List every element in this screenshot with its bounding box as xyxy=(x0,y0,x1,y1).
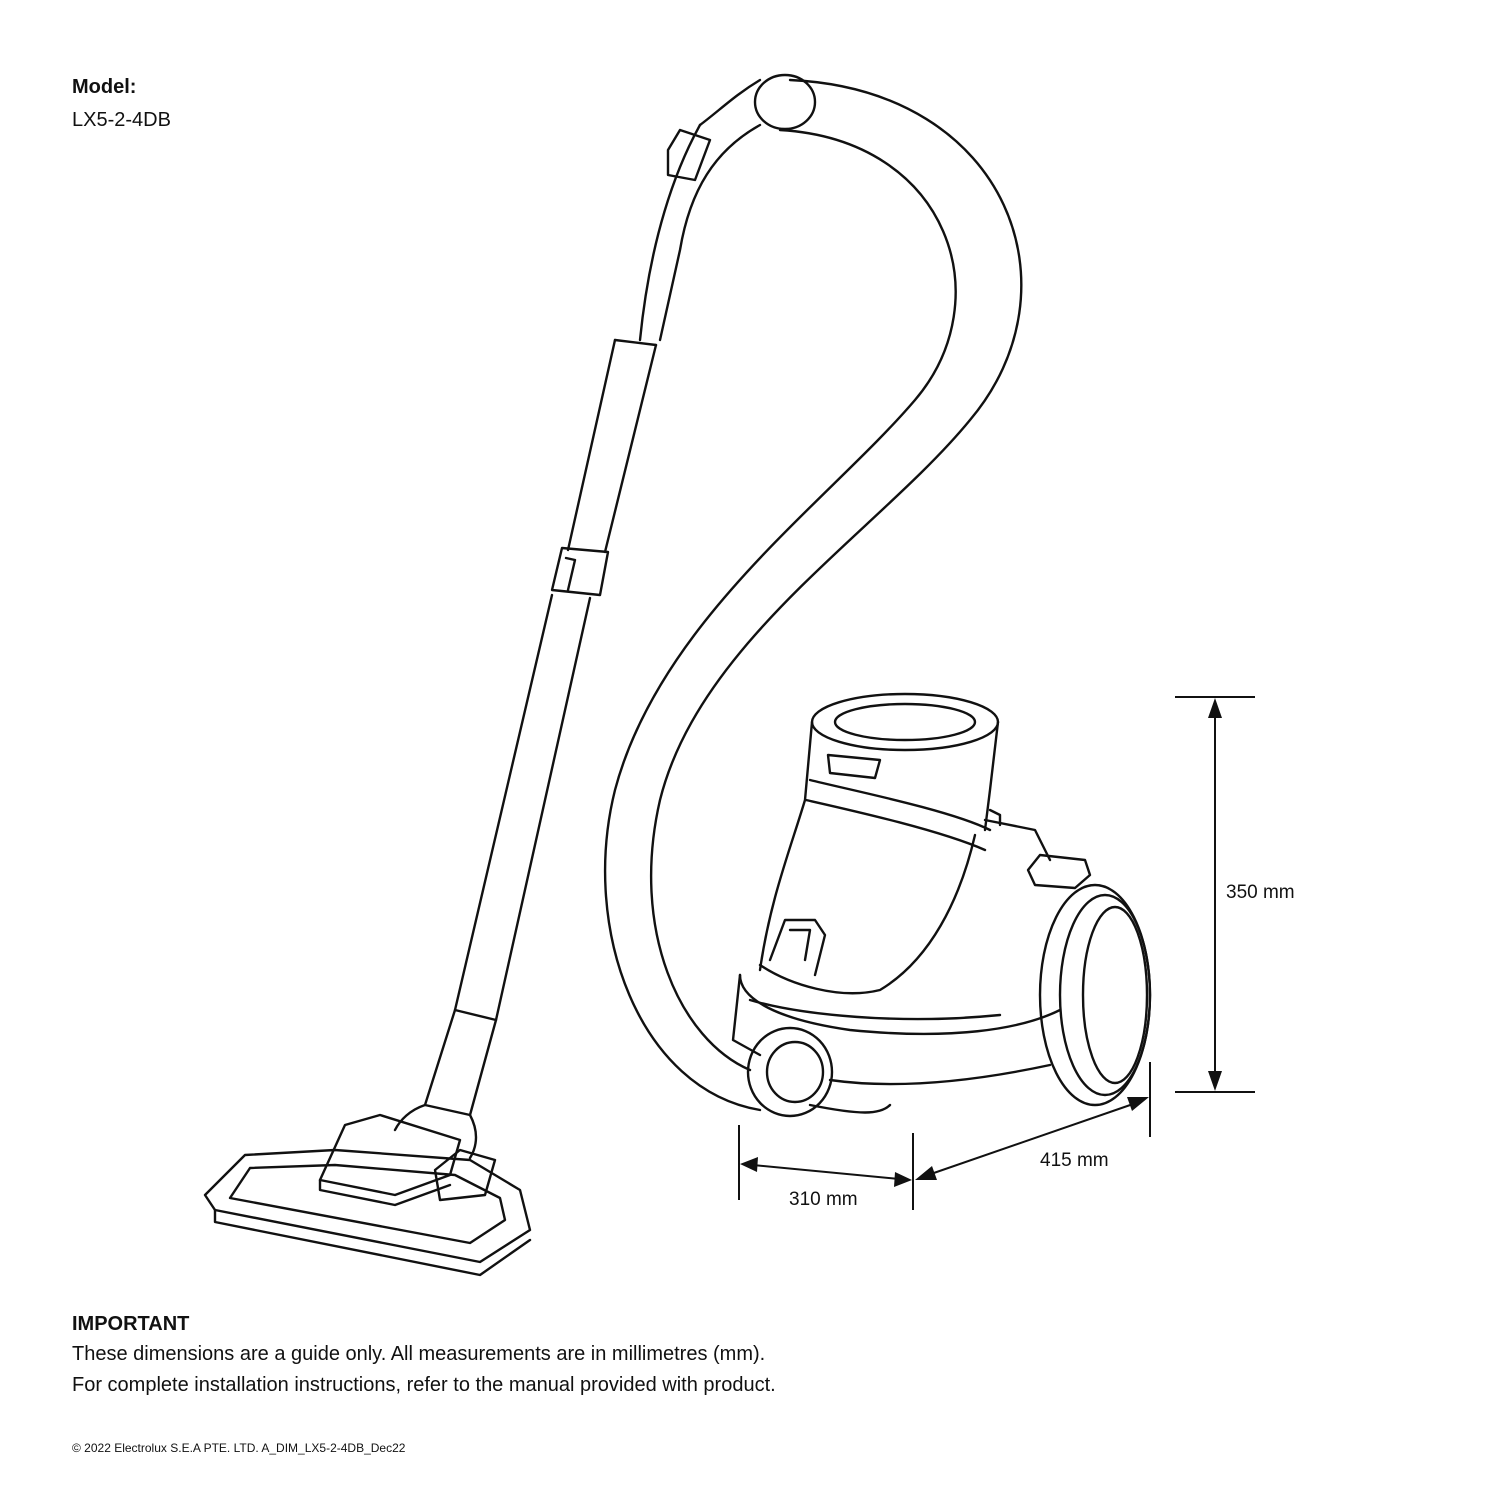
model-heading: Model: xyxy=(72,76,137,98)
model-number: LX5-2-4DB xyxy=(72,109,171,131)
hose-handle xyxy=(638,123,762,342)
width-label: 310 mm xyxy=(789,1189,858,1210)
length-dimension: 415 mm xyxy=(915,1062,1151,1180)
height-dimension: 350 mm xyxy=(1175,696,1295,1093)
important-heading: IMPORTANT xyxy=(72,1313,190,1335)
floor-nozzle xyxy=(203,1103,532,1277)
copyright-footer: © 2022 Electrolux S.E.A PTE. LTD. A_DIM_… xyxy=(72,1441,406,1455)
hose xyxy=(603,73,1023,1112)
important-note-line-2: For complete installation instructions, … xyxy=(72,1374,776,1396)
vacuum-body xyxy=(731,692,1092,1114)
hose-inlet xyxy=(746,1026,834,1118)
height-label: 350 mm xyxy=(1226,882,1295,903)
rear-wheel xyxy=(1038,883,1152,1107)
telescopic-wand xyxy=(423,338,658,1117)
width-dimension: 310 mm xyxy=(738,1125,914,1210)
length-label: 415 mm xyxy=(1040,1150,1109,1171)
important-note-line-1: These dimensions are a guide only. All m… xyxy=(72,1343,766,1365)
